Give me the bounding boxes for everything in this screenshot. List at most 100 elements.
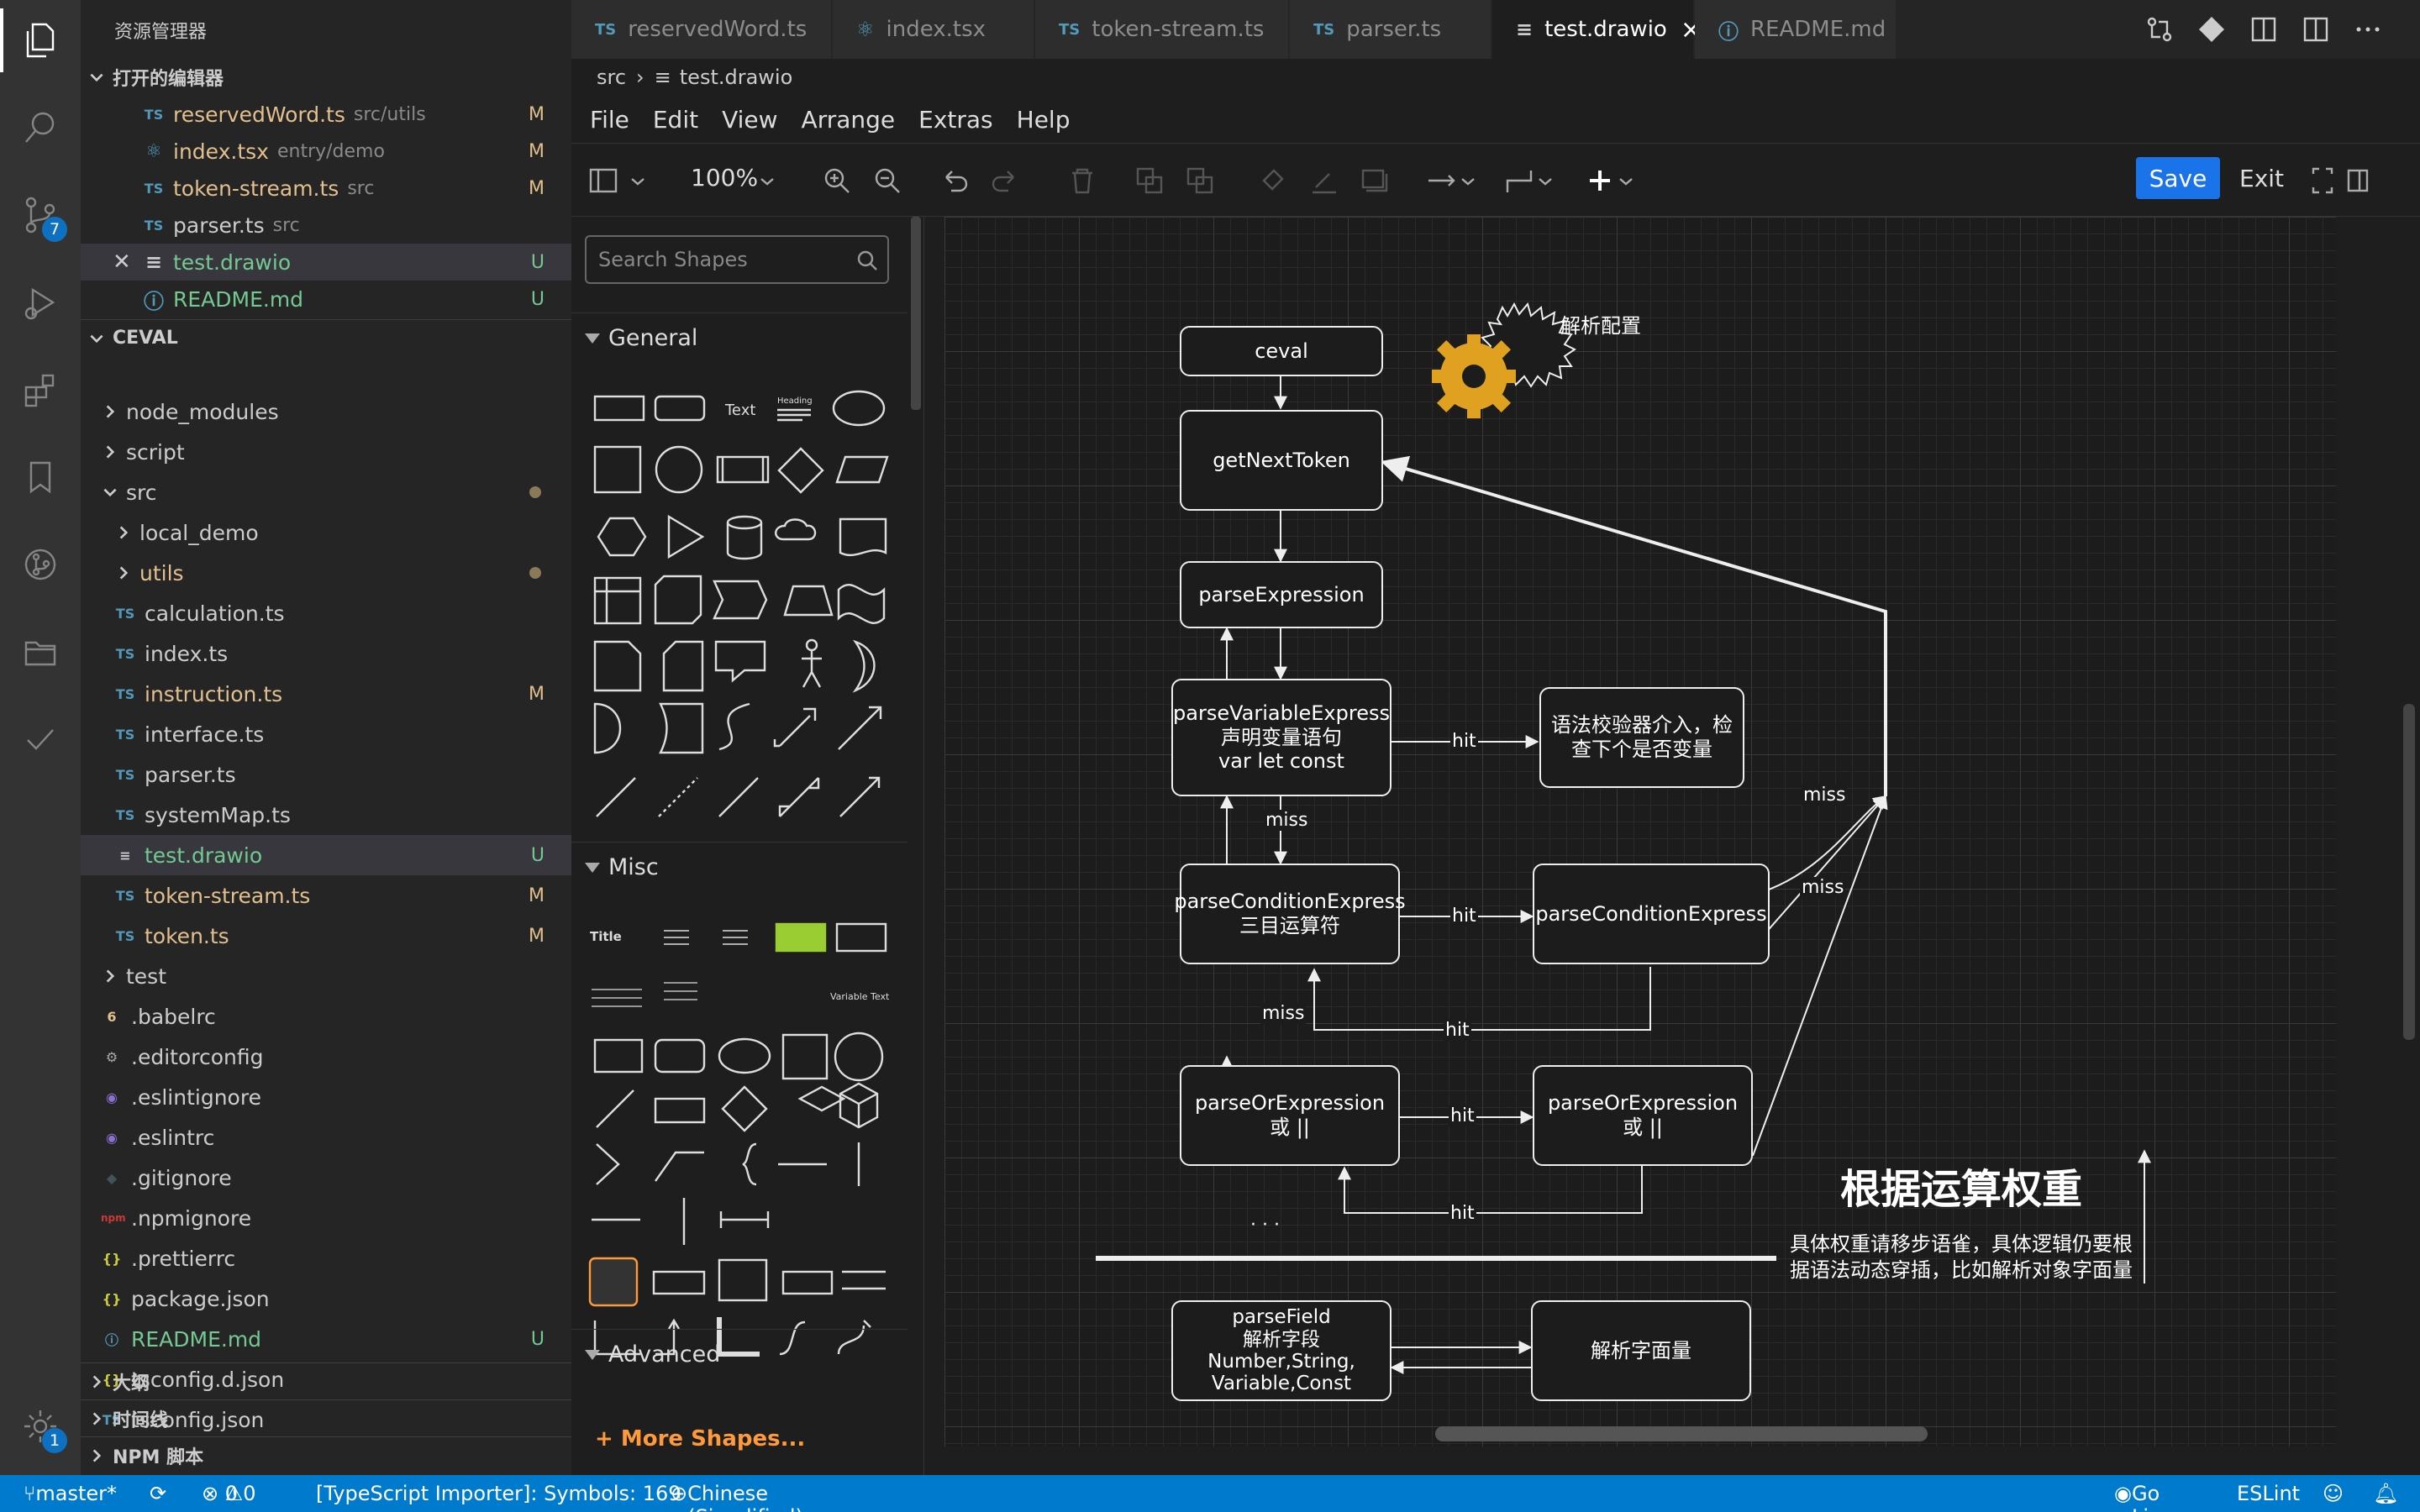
group-advanced[interactable]: Advanced: [571, 1329, 908, 1379]
menu-file[interactable]: File: [590, 105, 629, 134]
notifications-bell-icon[interactable]: 🔔︎: [2373, 1482, 2399, 1505]
node-parseor-2[interactable]: parseOrExpression 或 ||: [1533, 1065, 1753, 1166]
line-color-icon[interactable]: [1309, 165, 1339, 196]
tree-file[interactable]: ◉.eslintrc: [81, 1117, 571, 1158]
tree-file[interactable]: npm.npmignore: [81, 1198, 571, 1238]
fill-color-icon[interactable]: [1259, 165, 1289, 196]
node-parsefield[interactable]: parseField 解析字段 Number,String, Variable,…: [1171, 1300, 1392, 1401]
extensions-icon[interactable]: [0, 349, 81, 430]
tree-file[interactable]: ⚙.editorconfig: [81, 1037, 571, 1077]
menu-arrange[interactable]: Arrange: [801, 105, 896, 134]
node-syntax-checker[interactable]: 语法校验器介入，检 查下个是否变量: [1539, 687, 1744, 788]
exit-button[interactable]: Exit: [2239, 164, 2285, 192]
tree-file[interactable]: {}package.json: [81, 1278, 571, 1319]
group-misc[interactable]: Misc: [571, 842, 908, 892]
zoom-out-icon[interactable]: [872, 165, 902, 196]
close-icon[interactable]: ✕: [113, 249, 131, 275]
go-live-button[interactable]: ◉ Go Live: [2114, 1482, 2173, 1512]
node-parseor[interactable]: parseOrExpression 或 ||: [1180, 1065, 1400, 1166]
chevron-down-icon[interactable]: [1536, 165, 1555, 196]
open-editor-item[interactable]: TS token-stream.ts src M: [81, 170, 571, 207]
more-actions-icon[interactable]: [2354, 15, 2382, 44]
toggle-panel-icon[interactable]: [2346, 165, 2370, 196]
menu-extras[interactable]: Extras: [918, 105, 993, 134]
language-status[interactable]: ⊕ Chinese (Simplified): [671, 1482, 803, 1512]
settings-gear-icon[interactable]: 1: [0, 1386, 81, 1467]
open-editor-item-active[interactable]: ✕ ≡ test.drawio U: [81, 244, 571, 281]
project-manager-icon[interactable]: [0, 612, 81, 692]
problems-status[interactable]: ⊗ 0 ⚠ 0: [202, 1482, 256, 1505]
tree-folder[interactable]: utils: [81, 553, 571, 593]
feedback-icon[interactable]: ☺: [2323, 1482, 2344, 1505]
waypoints-icon[interactable]: [1504, 165, 1534, 196]
shadow-icon[interactable]: [1360, 165, 1390, 196]
menu-view[interactable]: View: [722, 105, 778, 134]
todo-check-icon[interactable]: [0, 699, 81, 780]
search-shapes-input[interactable]: Search Shapes: [585, 235, 889, 284]
compare-changes-icon[interactable]: [2145, 15, 2174, 44]
open-editor-item[interactable]: TS reservedWord.ts src/utils M: [81, 96, 571, 133]
outline-section[interactable]: 大纲: [81, 1362, 571, 1399]
node-parsecondition-2[interactable]: parseConditionExpress: [1533, 864, 1770, 964]
project-header[interactable]: CEVAL: [81, 319, 571, 356]
zoom-in-icon[interactable]: [822, 165, 852, 196]
undo-icon[interactable]: [939, 165, 970, 196]
tree-folder[interactable]: script: [81, 432, 571, 472]
to-back-icon[interactable]: [1185, 165, 1215, 196]
menu-help[interactable]: Help: [1016, 105, 1071, 134]
open-editors-header[interactable]: 打开的编辑器: [81, 59, 571, 96]
chevron-down-icon[interactable]: [758, 165, 776, 196]
shapes-scrollbar[interactable]: [911, 217, 921, 410]
general-shapes-grid[interactable]: Text Heading: [571, 363, 908, 1001]
git-lens-icon[interactable]: [2197, 15, 2226, 44]
chevron-down-icon[interactable]: [629, 165, 647, 196]
group-general[interactable]: General: [571, 312, 908, 363]
canvas-horizontal-scrollbar[interactable]: [1435, 1426, 1928, 1441]
eslint-status[interactable]: ESLint: [2237, 1482, 2301, 1505]
insert-plus-icon[interactable]: [1585, 165, 1615, 196]
cloud-config-label[interactable]: 解析配置: [1560, 313, 1641, 338]
fullscreen-icon[interactable]: [2311, 165, 2334, 196]
node-parseexpression[interactable]: parseExpression: [1180, 561, 1383, 628]
node-ceval[interactable]: ceval: [1180, 326, 1383, 376]
tree-file[interactable]: ◆.gitignore: [81, 1158, 571, 1198]
breadcrumb-folder[interactable]: src: [597, 66, 627, 89]
tree-folder[interactable]: test: [81, 956, 571, 996]
timeline-section[interactable]: 时间线: [81, 1399, 571, 1436]
weight-description[interactable]: 具体权重请移步语雀，具体逻辑仍要根 据语法动态穿插，比如解析对象字面量: [1790, 1231, 2133, 1284]
chevron-down-icon[interactable]: [1617, 165, 1635, 196]
canvas-vertical-scrollbar[interactable]: [2403, 704, 2415, 1040]
breadcrumb-file[interactable]: test.drawio: [679, 66, 793, 89]
explorer-icon[interactable]: [0, 0, 81, 81]
tree-folder[interactable]: local_demo: [81, 512, 571, 553]
tree-file[interactable]: 6.babelrc: [81, 996, 571, 1037]
misc-shapes-grid[interactable]: Title Variable Text: [571, 892, 908, 1475]
search-icon[interactable]: [0, 87, 81, 168]
diagram-canvas[interactable]: ceval 解析配置 getNextToken parseExpression …: [944, 217, 2336, 1446]
delete-icon[interactable]: [1067, 165, 1097, 196]
tree-file[interactable]: {}.prettierrc: [81, 1238, 571, 1278]
source-control-icon[interactable]: 7: [0, 175, 81, 255]
node-literal[interactable]: 解析字面量: [1531, 1300, 1751, 1401]
branch-status[interactable]: ⑂ master*: [24, 1482, 118, 1505]
node-parsevariable[interactable]: parseVariableExpress 声明变量语句 var let cons…: [1171, 679, 1392, 796]
to-front-icon[interactable]: [1134, 165, 1165, 196]
zoom-level[interactable]: 100%: [691, 164, 759, 192]
weight-title[interactable]: 根据运算权重: [1840, 1166, 2083, 1213]
tree-folder[interactable]: node_modules: [81, 391, 571, 432]
